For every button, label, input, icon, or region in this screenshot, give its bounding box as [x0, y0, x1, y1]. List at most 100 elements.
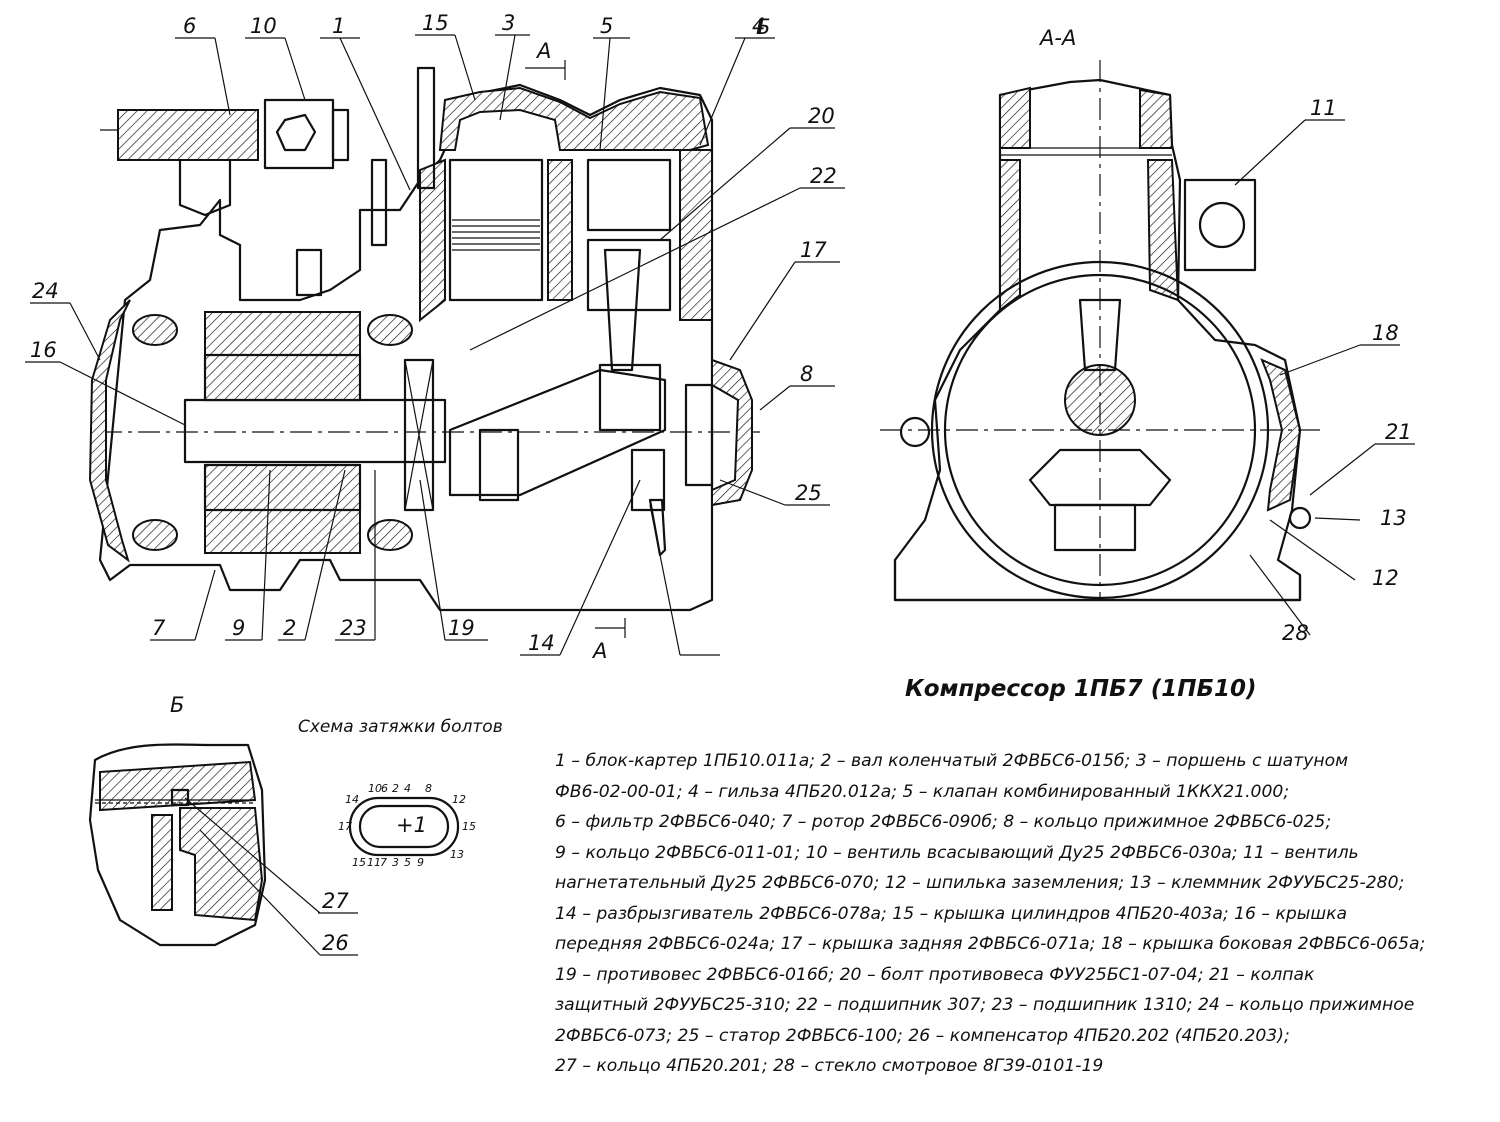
callout-21: 21	[1385, 420, 1412, 444]
callout-19: 19	[448, 616, 475, 640]
bolt-number: 7	[380, 856, 387, 869]
bolt-number: 14	[345, 793, 359, 806]
crankcase-outline	[98, 83, 714, 612]
callout-7: 7	[152, 616, 166, 640]
ring-27	[170, 788, 190, 807]
bolt-scheme-inner	[358, 804, 450, 849]
callout-1: 1	[332, 14, 345, 38]
legend-line: 2ФВБС6-073; 25 – статор 2ФВБС6-100; 26 –…	[555, 1025, 1290, 1046]
callout-17: 17	[800, 238, 827, 262]
counterweight-2	[630, 448, 666, 512]
cylinder-wall-right	[679, 149, 713, 321]
callout-10: 10	[250, 14, 277, 38]
section-base	[893, 558, 1302, 602]
callout-13: 13	[1380, 506, 1407, 530]
winding-top-right	[367, 314, 413, 346]
scheme-caption: Схема затяжки болтов	[298, 717, 503, 737]
bolt-number: 2	[392, 782, 399, 795]
section-leaders	[1234, 119, 1415, 636]
bolt-number: 6	[381, 782, 388, 795]
winding-bottom-left	[132, 519, 178, 551]
legend-line: 1 – блок-картер 1ПБ10.011а; 2 – вал коле…	[555, 751, 1349, 771]
callout-3: 3	[502, 11, 515, 35]
discharge-valve-11	[1198, 201, 1246, 249]
bolt-number: 3	[392, 856, 399, 869]
callout-2: 2	[283, 616, 296, 640]
cylinder-head	[438, 86, 710, 151]
section-cylinder-wall	[999, 159, 1021, 312]
section-rod	[1078, 298, 1122, 372]
callout-16: 16	[30, 338, 57, 362]
detail-b-view	[88, 743, 358, 956]
callout-26: 26	[322, 931, 349, 955]
section-mark-a-top: А	[535, 39, 551, 63]
main-bearing-23	[403, 358, 435, 512]
section-cylinder-wall-right	[1146, 159, 1180, 302]
callout-18: 18	[1372, 321, 1399, 345]
callout-12: 12	[1372, 566, 1399, 590]
section-a-a-label: А-А	[1038, 26, 1076, 50]
callout-14: 14	[528, 631, 555, 655]
section-head	[999, 86, 1031, 149]
main-section-view	[88, 66, 760, 612]
bolt-number: 4	[404, 782, 411, 795]
section-mark-a-bottom: А	[591, 639, 607, 663]
section-a-a-view	[880, 60, 1320, 602]
bolt-number: 12	[452, 793, 466, 806]
rotor	[203, 353, 362, 402]
drawing-title: Компрессор 1ПБ7 (1ПБ10)	[905, 676, 1257, 702]
terminal-13	[1288, 506, 1312, 530]
callout-24: 24	[32, 279, 59, 303]
callout-15: 15	[422, 11, 449, 35]
connecting-rod	[603, 248, 642, 372]
suction-valve-10	[263, 98, 335, 170]
rear-cover-17	[88, 299, 131, 563]
callout-9: 9	[232, 616, 245, 640]
discharge-valve-body	[1183, 178, 1257, 272]
legend-line: защитный 2ФУУБС25-310; 22 – подшипник 30…	[555, 995, 1415, 1015]
bolt-scheme	[348, 796, 460, 857]
bolt-number: 9	[417, 856, 424, 869]
callout-28: 28	[1282, 621, 1309, 645]
winding-bottom-right	[367, 519, 413, 551]
callout-5: 5	[600, 14, 613, 38]
piston-2	[586, 238, 672, 312]
side-cover-18	[1260, 358, 1302, 512]
callout-11: 11	[1310, 96, 1337, 120]
parts-legend: 1 – блок-картер 1ПБ10.011а; 2 – вал коле…	[555, 746, 1455, 1082]
winding-top-left	[132, 314, 178, 346]
legend-line: передняя 2ФВБС6-024а; 17 – крышка задняя…	[555, 934, 1426, 954]
callout-25: 25	[795, 481, 822, 505]
callout-27: 27	[322, 889, 349, 913]
bolt-number: 11	[367, 856, 381, 869]
crank-web	[448, 368, 667, 497]
filter-stem	[178, 158, 232, 217]
legend-line: 6 – фильтр 2ФВБС6-040; 7 – ротор 2ФВБС6-…	[555, 812, 1332, 832]
stud	[370, 158, 388, 247]
valve-stem	[331, 108, 350, 162]
legend-line: ФВ6-02-00-01; 4 – гильза 4ПБ20.012а; 5 –…	[555, 781, 1290, 802]
callout-20: 20	[808, 104, 835, 128]
rotor-lower	[203, 463, 362, 512]
legend-line: 9 – кольцо 2ФВБС6-011-01; 10 – вентиль в…	[555, 842, 1359, 863]
counterweight	[478, 428, 520, 502]
main-leaders	[25, 34, 845, 656]
section-splash	[1053, 503, 1137, 552]
bolt-number: 15	[462, 820, 476, 833]
callout-4: 4	[752, 14, 765, 38]
bolt-scheme-outer	[348, 796, 460, 857]
bolt-number: 10	[368, 782, 382, 795]
cylinder-wall-left	[419, 158, 446, 323]
bolt-number: 8	[425, 782, 432, 795]
filter-6	[117, 109, 259, 161]
legend-line: 19 – противовес 2ФВБС6-016б; 20 – болт п…	[555, 964, 1315, 985]
section-block	[893, 78, 1302, 602]
head-bolt	[416, 66, 436, 190]
section-fitting	[899, 416, 931, 448]
section-head-right	[1139, 88, 1174, 149]
fitting-top	[295, 248, 323, 297]
section-counterweight	[1028, 448, 1172, 507]
legend-line: 14 – разбрызгиватель 2ФВБС6-078а; 15 – к…	[555, 903, 1347, 924]
